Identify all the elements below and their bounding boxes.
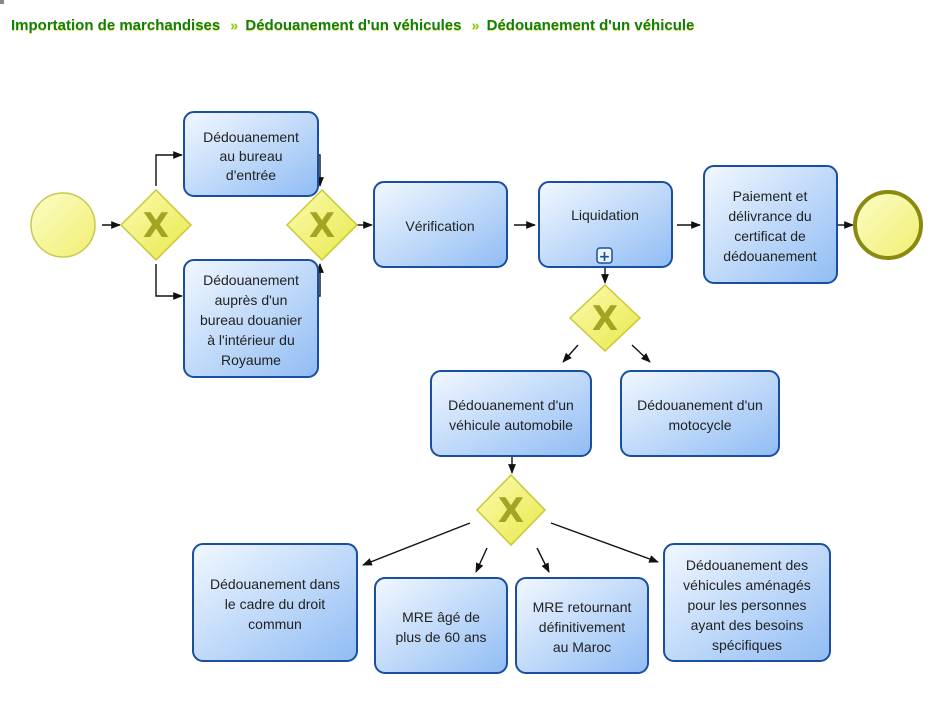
flow-g4-mre60 (475, 547, 488, 573)
breadcrumb-separator-icon: » (230, 17, 238, 33)
task-label: au Maroc (553, 639, 611, 655)
task-mre-retour[interactable]: MRE retournant définitivement au Maroc (515, 577, 649, 674)
task-label: délivrance du (728, 208, 811, 224)
end-event-icon[interactable] (853, 190, 923, 260)
task-label: Liquidation (571, 207, 639, 223)
task-label: Dédouanement dans (210, 576, 340, 592)
task-label: définitivement (539, 619, 625, 635)
gateway-x-icon: X (498, 491, 524, 531)
start-event-icon[interactable] (30, 192, 96, 258)
task-label: au bureau (219, 148, 282, 164)
task-label: spécifiques (712, 637, 782, 653)
task-label: auprès d'un (215, 292, 288, 308)
breadcrumb-item-vehicules[interactable]: Dédouanement d'un véhicules (245, 17, 462, 34)
flow-g4-amenages (550, 522, 659, 563)
task-label: Dédouanement (203, 129, 299, 145)
task-label: bureau douanier (200, 312, 302, 328)
task-label: motocycle (668, 417, 731, 433)
flow-g3-auto (562, 344, 579, 363)
breadcrumb: Importation de marchandises » Dédouaneme… (11, 17, 694, 34)
task-liquidation[interactable]: Liquidation + (538, 181, 673, 268)
task-label: MRE âgé de (402, 609, 480, 625)
task-label: MRE retournant (533, 599, 632, 615)
task-label: dédouanement (723, 248, 817, 264)
task-paiement[interactable]: Paiement et délivrance du certificat de déd… (703, 165, 838, 284)
task-mre-60[interactable]: MRE âgé de plus de 60 ans (374, 577, 508, 674)
gateway-x-icon: X (143, 206, 169, 246)
task-label: commun (248, 616, 302, 632)
exclusive-gateway-icon (119, 188, 193, 262)
flow-g4-mre-retour (536, 547, 550, 573)
flow-g3-moto (631, 344, 651, 363)
task-label: plus de 60 ans (395, 629, 486, 645)
flow-g1-entree (155, 151, 183, 186)
breadcrumb-item-importation[interactable]: Importation de marchandises (11, 17, 221, 34)
corner-mark (0, 0, 4, 4)
subprocess-expand-icon[interactable] (596, 247, 613, 264)
plus-icon: + (599, 249, 611, 265)
task-label: véhicule automobile (449, 417, 573, 433)
exclusive-gateway-icon (568, 283, 642, 353)
task-verification[interactable]: Vérification (373, 181, 508, 268)
task-label: ayant des besoins (691, 617, 804, 633)
gateway-x-icon: X (592, 299, 618, 339)
exclusive-gateway-icon (285, 188, 359, 262)
gateway-1[interactable]: X (119, 188, 193, 262)
gateway-4[interactable]: X (475, 473, 547, 547)
flow-g1-interieur (155, 264, 183, 300)
breadcrumb-separator-icon: » (471, 17, 480, 33)
breadcrumb-item-vehicule[interactable]: Dédouanement d'un véhicule (486, 17, 695, 34)
task-label: Dédouanement des (686, 557, 808, 573)
task-bureau-entree[interactable]: Dédouanement au bureau d'entrée (183, 111, 319, 197)
task-label: Dédouanement d'un (448, 397, 574, 413)
gateway-x-icon: X (309, 206, 335, 246)
task-label: à l'intérieur du (207, 332, 295, 348)
task-vehicule-automobile[interactable]: Dédouanement d'un véhicule automobile (430, 370, 592, 457)
task-label: pour les personnes (687, 597, 806, 613)
task-label: d'entrée (226, 167, 276, 183)
gateway-2[interactable]: X (285, 188, 359, 262)
task-label: le cadre du droit (225, 596, 326, 612)
task-label: Dédouanement d'un (637, 397, 763, 413)
flow-g4-droit-commun (362, 522, 471, 566)
task-droit-commun[interactable]: Dédouanement dans le cadre du droit commun (192, 543, 358, 662)
exclusive-gateway-icon (475, 473, 547, 547)
task-label: Paiement et (733, 188, 808, 204)
task-label: certificat de (734, 228, 806, 244)
task-motocycle[interactable]: Dédouanement d'un motocycle (620, 370, 780, 457)
task-label: véhicules aménagés (683, 577, 811, 593)
task-label: Dédouanement (203, 272, 299, 288)
task-amenages[interactable]: Dédouanement des véhicules aménagés pour l… (663, 543, 831, 662)
task-label: Vérification (405, 218, 474, 234)
gateway-3[interactable]: X (568, 283, 642, 353)
task-bureau-interieur[interactable]: Dédouanement auprès d'un bureau douanier à … (183, 259, 319, 378)
task-label: Royaume (221, 352, 281, 368)
